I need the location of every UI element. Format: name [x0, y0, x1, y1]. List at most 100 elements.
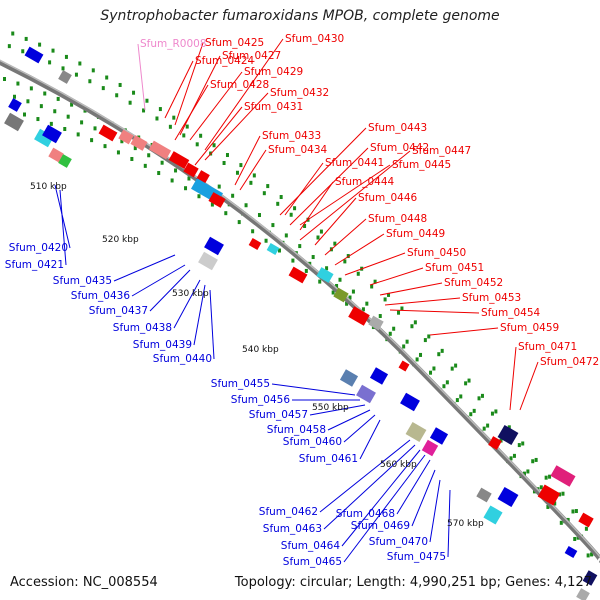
gene-feature: [497, 424, 519, 446]
tick-dot: [38, 42, 42, 47]
tick-dot: [101, 86, 105, 91]
tick-dot: [53, 109, 57, 114]
tick-dot: [63, 127, 67, 132]
label-leaders: [54, 38, 539, 563]
leader-line: [149, 269, 191, 312]
leader-line: [113, 254, 176, 282]
gene-label: Sfum_0433: [262, 130, 321, 142]
tick-dot: [494, 409, 498, 414]
kbp-tick-label: 540 kbp: [242, 345, 279, 355]
tick-dot: [419, 352, 423, 357]
leader-line: [314, 197, 357, 246]
gene-feature: [483, 505, 503, 525]
tick-dot: [74, 72, 78, 77]
tick-dot: [303, 223, 307, 228]
tick-dot: [249, 180, 253, 185]
tick-dot: [559, 520, 563, 525]
gene-label: Sfum_0471: [518, 341, 577, 353]
tick-dot: [26, 99, 30, 104]
leader-line: [179, 55, 221, 136]
tick-dot: [133, 146, 137, 151]
tick-dot: [76, 132, 80, 137]
tick-dot: [130, 156, 134, 161]
tick-dot: [271, 223, 275, 228]
gene-label: Sfum_0435: [53, 275, 112, 287]
tick-dot: [490, 411, 494, 416]
tick-dot: [120, 139, 124, 144]
gene-label: Sfum_0470: [369, 536, 428, 548]
leader-line: [204, 92, 269, 161]
tick-dot: [410, 324, 414, 329]
tick-dot: [116, 150, 120, 155]
tick-dot: [39, 104, 43, 109]
tick-dot: [264, 238, 268, 243]
tick-dot: [361, 307, 365, 312]
leader-line: [131, 264, 186, 297]
tick-dot: [574, 509, 578, 514]
leader-line: [299, 164, 391, 226]
tick-dot: [531, 459, 535, 464]
gene-feature: [564, 546, 578, 558]
gene-feature: [208, 192, 226, 208]
tick-dot: [29, 86, 33, 91]
leader-line: [174, 42, 204, 126]
gene-label: Sfum_0427: [222, 50, 281, 62]
gene-feature: [42, 124, 62, 144]
tick-dot: [160, 160, 164, 165]
gene-feature: [168, 151, 190, 169]
gene-feature: [537, 484, 561, 506]
tick-dot: [157, 171, 161, 176]
tick-dot: [11, 31, 15, 36]
tick-dot: [13, 94, 16, 99]
tick-dot: [383, 297, 387, 302]
tick-dot: [365, 301, 369, 306]
kbp-tick-label: 530 kbp: [172, 289, 209, 299]
tick-dot: [262, 191, 266, 196]
leader-line: [279, 127, 367, 216]
tick-dot: [187, 176, 191, 181]
tick-dot: [212, 143, 216, 148]
gene-label: Sfum_0443: [368, 122, 427, 134]
tick-dot: [251, 229, 255, 234]
gene-label: Sfum_0459: [500, 322, 559, 334]
tick-dot: [477, 396, 481, 401]
tick-dot: [333, 241, 337, 246]
tick-dot: [539, 485, 543, 490]
tick-dot: [522, 471, 526, 476]
tick-dot: [21, 49, 25, 54]
gene-feature: [34, 128, 54, 148]
tick-dot: [351, 289, 355, 294]
gene-feature: [266, 243, 280, 255]
leader-line: [194, 106, 243, 166]
leader-line: [271, 383, 356, 396]
leader-line: [284, 162, 324, 216]
tick-dot: [225, 153, 229, 158]
leader-line: [519, 361, 539, 411]
tick-dot: [343, 259, 347, 264]
tick-dot: [586, 553, 590, 558]
gene-label: Sfum_0455: [211, 378, 270, 390]
gene-feature: [400, 392, 420, 412]
leader-line: [173, 279, 201, 329]
tick-dot: [224, 211, 228, 216]
leader-line: [299, 150, 411, 241]
gene-feature: [368, 315, 384, 331]
gene-label: Sfum_0437: [89, 305, 148, 317]
tick-dot: [103, 144, 107, 149]
leader-line: [389, 309, 480, 314]
gene-label: Sfum_0448: [368, 213, 427, 225]
tick-dot: [291, 258, 295, 263]
leader-line: [239, 149, 267, 191]
tick-dot: [413, 320, 417, 325]
tick-dot: [472, 408, 476, 413]
gene-label: Sfum_0439: [133, 339, 192, 351]
gene-label: Sfum_0446: [358, 192, 418, 204]
leader-line: [396, 459, 431, 515]
tick-dot: [459, 394, 463, 399]
tick-dot: [199, 133, 203, 138]
tick-dot: [266, 184, 270, 189]
tick-dot: [378, 314, 382, 319]
tick-dot: [356, 271, 360, 276]
leader-line: [369, 267, 424, 286]
